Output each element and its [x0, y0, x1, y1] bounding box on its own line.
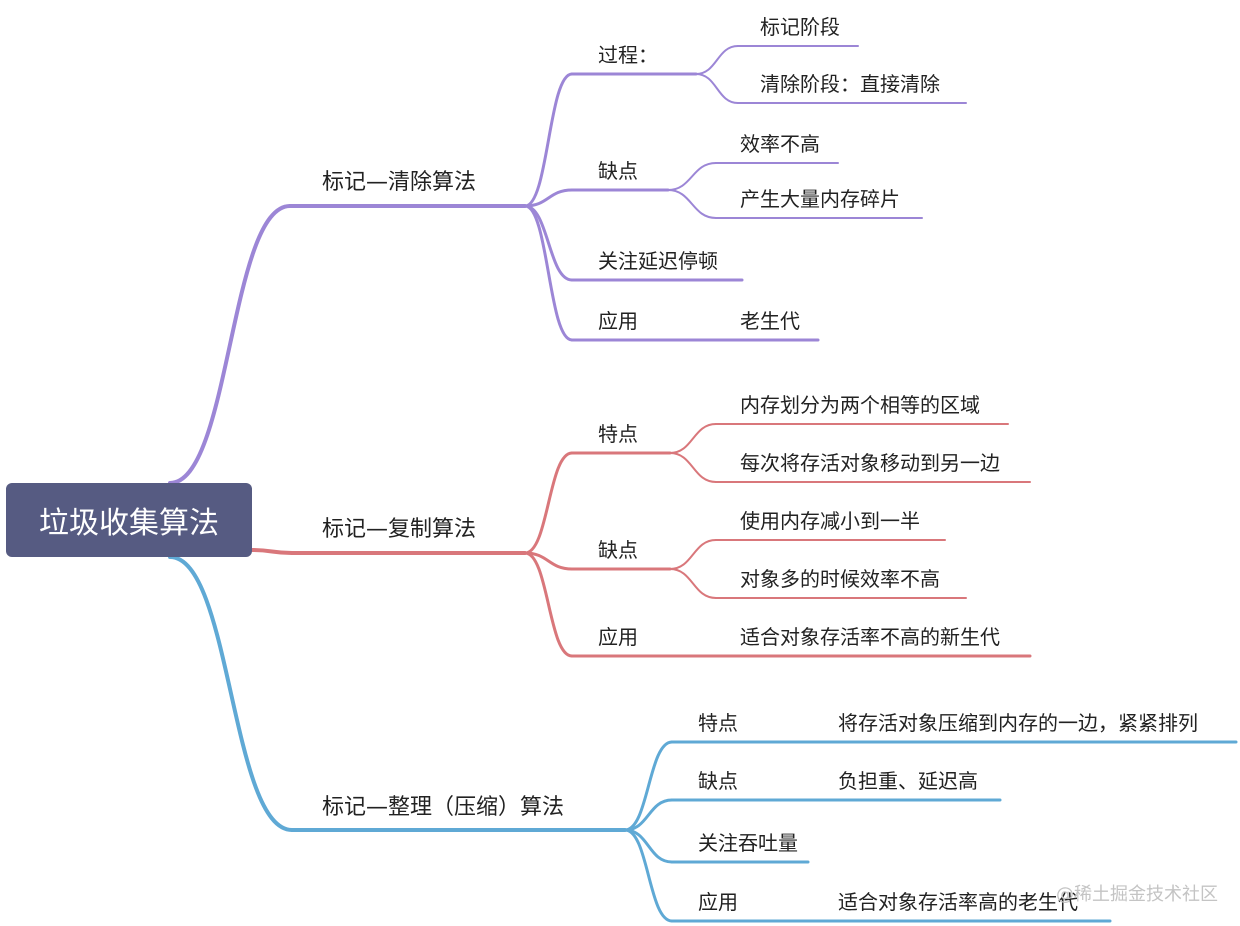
connector-many-objects — [669, 568, 717, 599]
watermark: @稀土掘金技术社区 — [1056, 884, 1218, 905]
connector-root-sweep — [168, 204, 292, 485]
node-drawbacks-copy[interactable]: 缺点 — [598, 538, 638, 562]
leaf-low-efficiency[interactable]: 效率不高 — [740, 132, 820, 156]
leaf-two-regions[interactable]: 内存划分为两个相等的区域 — [740, 393, 980, 417]
connector-move-live — [669, 452, 717, 483]
leaf-mark-phase[interactable]: 标记阶段 — [760, 15, 840, 39]
branch-mark-sweep[interactable]: 标记—清除算法 — [322, 170, 477, 195]
node-usage-sweep[interactable]: 应用 — [598, 309, 638, 333]
node-drawbacks-compact[interactable]: 缺点 — [698, 769, 738, 793]
leaf-move-live[interactable]: 每次将存活对象移动到另一边 — [740, 451, 1000, 475]
node-usage-copy[interactable]: 应用 — [598, 625, 638, 649]
leaf-heavy-load[interactable]: 负担重、延迟高 — [838, 769, 978, 793]
connector-root-copy — [250, 548, 294, 555]
node-process[interactable]: 过程： — [598, 43, 658, 67]
connector-usage-sweep — [523, 204, 574, 342]
leaf-old-gen-high[interactable]: 适合对象存活率高的老生代 — [838, 890, 1078, 914]
connector-usage-copy — [523, 551, 574, 658]
leaf-many-objects[interactable]: 对象多的时候效率不高 — [740, 567, 940, 591]
leaf-fragmentation[interactable]: 产生大量内存碎片 — [740, 187, 900, 211]
connector-features-copy — [523, 451, 574, 555]
connector-half-memory — [669, 539, 717, 570]
node-features-compact[interactable]: 特点 — [698, 711, 738, 735]
root-node[interactable]: 垃圾收集算法 — [6, 483, 252, 557]
connector-low-efficiency — [667, 162, 717, 191]
node-features-copy[interactable]: 特点 — [598, 422, 638, 446]
leaf-sweep-phase[interactable]: 清除阶段：直接清除 — [760, 72, 940, 96]
connector-process — [523, 72, 574, 208]
connector-mark-phase — [695, 45, 739, 75]
connector-usage-compact — [623, 828, 674, 923]
connector-root-compact — [168, 555, 294, 832]
connector-drawbacks-sweep — [523, 188, 574, 208]
node-throughput-focus[interactable]: 关注吞吐量 — [698, 831, 798, 855]
connector-drawbacks-compact — [623, 798, 674, 832]
node-usage-compact[interactable]: 应用 — [698, 890, 738, 914]
connector-fragmentation — [667, 189, 717, 219]
branch-mark-compact[interactable]: 标记—整理（压缩）算法 — [322, 795, 565, 820]
branch-mark-copy[interactable]: 标记—复制算法 — [322, 517, 477, 542]
leaf-young-gen[interactable]: 适合对象存活率不高的新生代 — [740, 625, 1000, 649]
node-latency-focus[interactable]: 关注延迟停顿 — [598, 249, 718, 273]
node-drawbacks-sweep[interactable]: 缺点 — [598, 159, 638, 183]
connector-sweep-phase — [695, 73, 739, 104]
connector-features-compact — [623, 740, 674, 832]
leaf-compact-live[interactable]: 将存活对象压缩到内存的一边，紧紧排列 — [838, 711, 1198, 735]
connector-two-regions — [669, 423, 717, 454]
leaf-old-gen[interactable]: 老生代 — [740, 309, 800, 333]
leaf-half-memory[interactable]: 使用内存减小到一半 — [740, 509, 920, 533]
